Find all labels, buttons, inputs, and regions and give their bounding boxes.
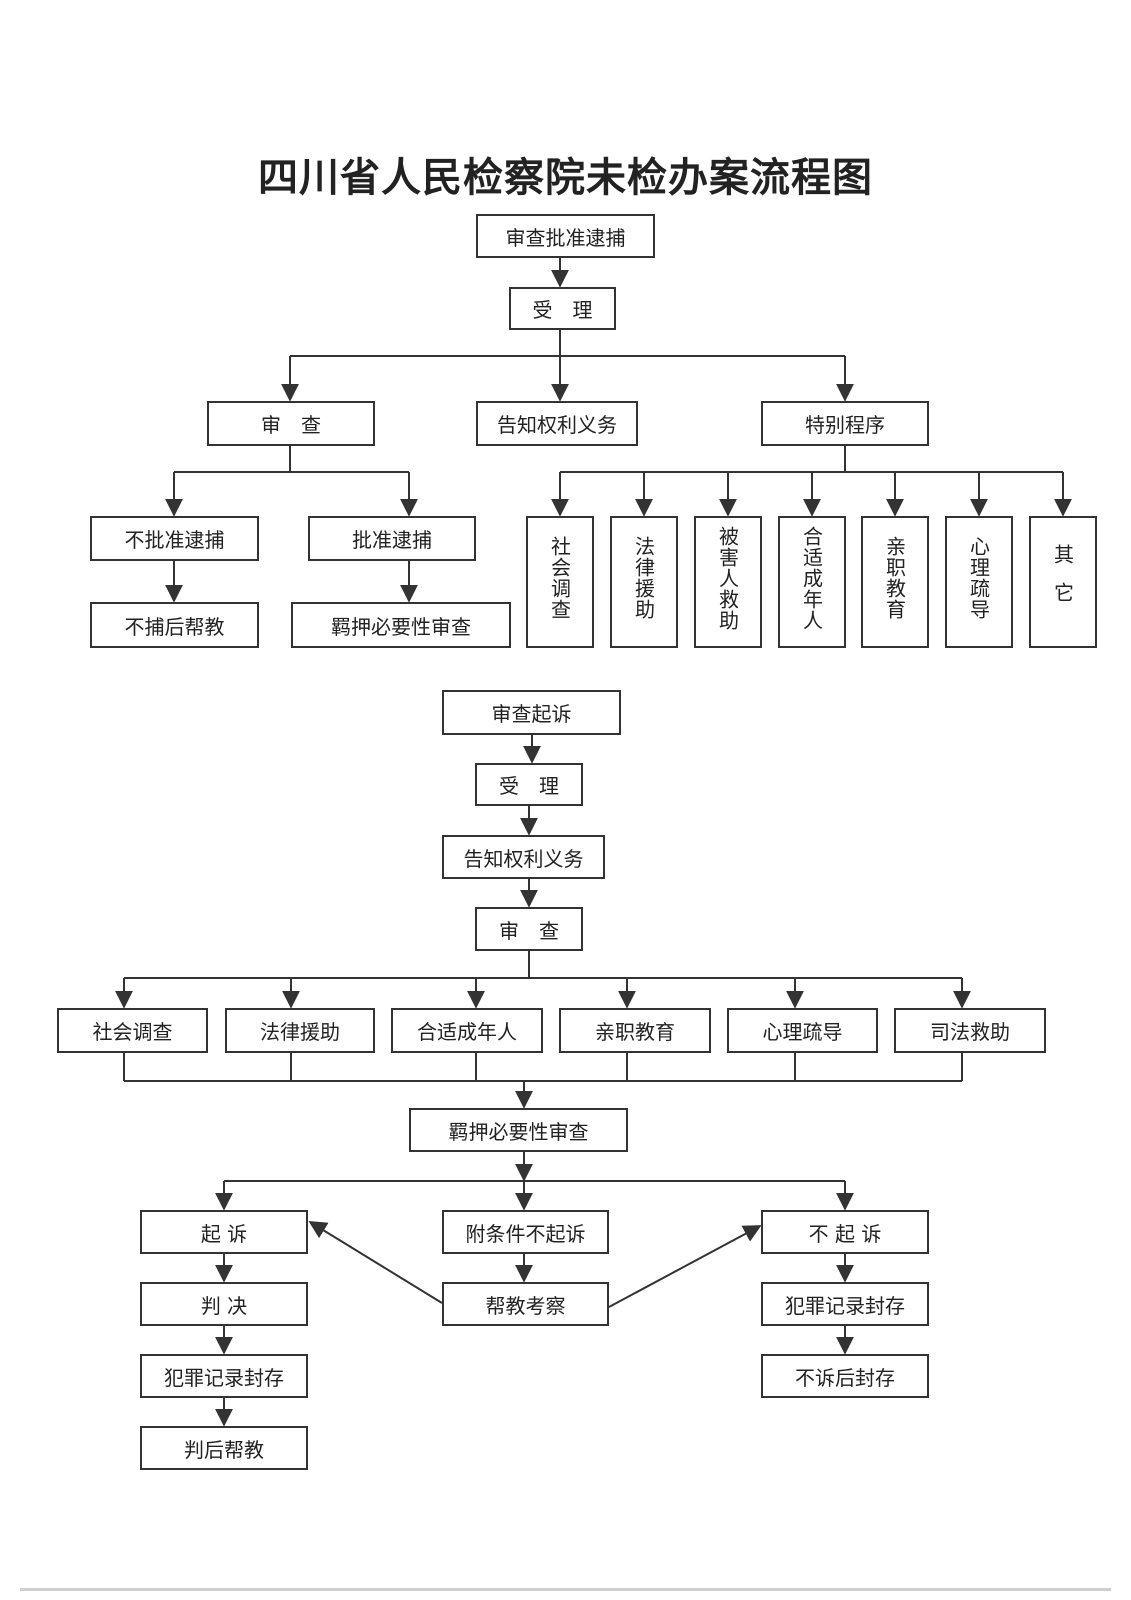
box-conditional-non-prosecution: 附条件不起诉 (442, 1210, 609, 1254)
box-arrest-review: 审 查 (207, 401, 375, 446)
box-after-not-arrest-help: 不捕后帮教 (90, 602, 259, 648)
box-special-procedure: 特别程序 (761, 401, 929, 446)
box-criminal-record-sealing-1: 犯罪记录封存 (140, 1354, 308, 1398)
scan-edge-rule (20, 1588, 1111, 1591)
box-non-prosecution: 不 起 诉 (761, 1210, 929, 1254)
box-measure-social-survey: 社会调查 (57, 1008, 208, 1053)
arrow-probation-to-prosecute (308, 1221, 443, 1304)
box-measure-legal-aid: 法律援助 (225, 1008, 375, 1053)
box-special-psych-counseling: 心理疏导 (945, 516, 1013, 648)
box-not-approve-arrest: 不批准逮捕 (90, 516, 259, 561)
box-detention-necessity-review-2: 羁押必要性审查 (409, 1108, 628, 1152)
box-special-social-survey: 社会调查 (526, 516, 594, 648)
box-criminal-record-sealing-2: 犯罪记录封存 (761, 1282, 929, 1326)
box-probation-inspection: 帮教考察 (442, 1282, 609, 1326)
box-special-parental-education: 亲职教育 (861, 516, 929, 648)
arrow-probation-to-not-prosecute (608, 1225, 762, 1308)
box-prosecution-accept: 受 理 (475, 763, 583, 806)
box-prosecution-review-start: 审查起诉 (442, 690, 621, 735)
box-post-non-prosecution-sealing: 不诉后封存 (761, 1354, 929, 1398)
box-special-other: 其它 (1029, 516, 1097, 648)
box-measure-parental-education: 亲职教育 (559, 1008, 711, 1053)
box-special-legal-aid: 法律援助 (610, 516, 678, 648)
box-arrest-notify-rights: 告知权利义务 (476, 401, 638, 446)
box-measure-appropriate-adult: 合适成年人 (391, 1008, 543, 1053)
box-arrest-review-start: 审查批准逮捕 (476, 214, 655, 258)
box-prosecution-notify-rights: 告知权利义务 (442, 835, 605, 879)
box-judgment: 判 决 (140, 1282, 308, 1326)
box-measure-judicial-relief: 司法救助 (894, 1008, 1046, 1053)
box-detention-necessity-review-1: 羁押必要性审查 (291, 602, 511, 648)
box-measure-psych-counseling: 心理疏导 (727, 1008, 878, 1053)
box-special-appropriate-adult: 合适成年人 (778, 516, 846, 648)
box-special-victim-relief: 被害人救助 (694, 516, 762, 648)
box-prosecute: 起 诉 (140, 1210, 308, 1254)
box-arrest-accept: 受 理 (509, 287, 616, 330)
page-title: 四川省人民检察院未检办案流程图 (258, 155, 873, 201)
box-prosecution-review: 审 查 (475, 907, 583, 951)
box-approve-arrest: 批准逮捕 (308, 516, 476, 561)
box-post-judgment-help: 判后帮教 (140, 1426, 308, 1470)
